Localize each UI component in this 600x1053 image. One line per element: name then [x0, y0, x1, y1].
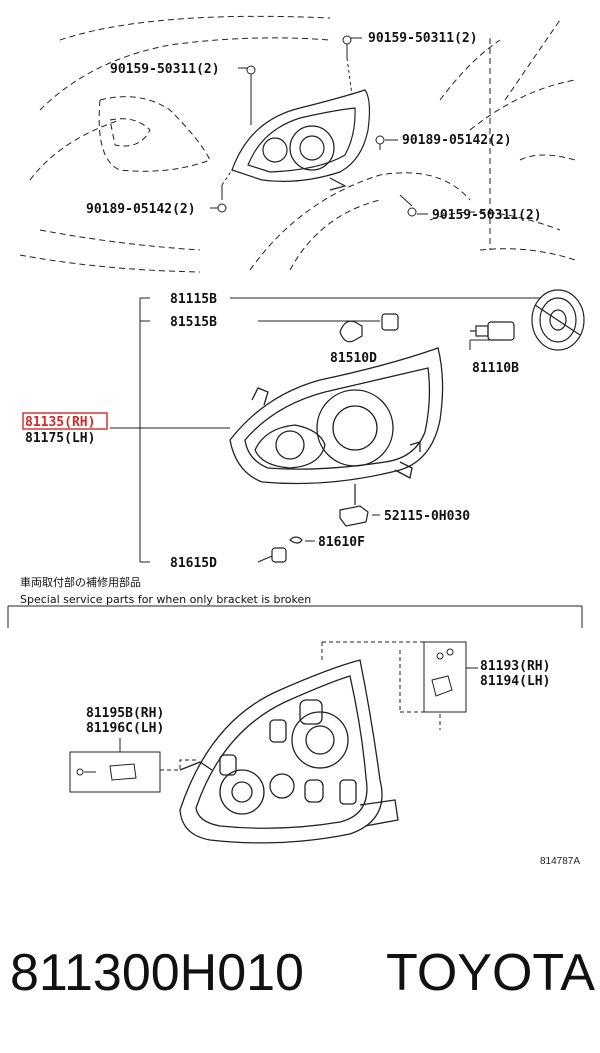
label-bracket-r-rh: 81193(RH): [480, 659, 550, 674]
bracket-left-box: [69, 738, 196, 793]
label-fastener-top-left: 90159-50311(2): [110, 62, 220, 77]
label-headlamp-lh: 81175(LH): [25, 431, 95, 446]
bracket-right-box: [321, 641, 478, 730]
label-bulb-main: 81110B: [472, 361, 519, 376]
headlamp-small-view: [231, 89, 371, 191]
bracket-lines-mid: [110, 297, 540, 563]
label-socket-cap: 81515B: [170, 315, 217, 330]
main-bulb-drawing: [470, 321, 515, 341]
note-english: Special service parts for when only brac…: [20, 593, 311, 606]
label-bulb-small: 81510D: [330, 351, 377, 366]
fastener-icons-top: [217, 35, 417, 217]
caption-bar: 811300H010 TOYOTA: [10, 938, 595, 1008]
brand-text: TOYOTA: [386, 944, 595, 1002]
vehicle-outline: [19, 15, 576, 273]
headlamp-assembly-drawing: [229, 347, 444, 485]
highlight-box: [22, 412, 108, 430]
label-fastener-mid-right: 90189-05142(2): [402, 133, 512, 148]
label-bracket-r-lh: 81194(LH): [480, 674, 550, 689]
leader-lines-top: [210, 37, 491, 250]
label-fastener-low-right: 90159-50311(2): [432, 208, 542, 223]
label-fastener-left: 90189-05142(2): [86, 202, 196, 217]
label-headlamp-rh[interactable]: 81135(RH): [25, 415, 95, 430]
cap-drawing: [531, 289, 585, 351]
part-number-text: 811300H010: [10, 944, 304, 1002]
label-bracket-l-lh: 81196C(LH): [86, 721, 164, 736]
label-bulb-side: 81610F: [318, 535, 365, 550]
label-bracket-l-rh: 81195B(RH): [86, 706, 164, 721]
headlamp-rear-view: [179, 659, 399, 844]
label-leveling-motor: 52115-0H030: [384, 509, 470, 524]
figure-id: 814787A: [540, 856, 580, 867]
label-cap: 81115B: [170, 292, 217, 307]
leveling-motor-drawing: [339, 484, 369, 527]
label-socket-side: 81615D: [170, 556, 217, 571]
side-bulb-drawing: [271, 536, 303, 563]
note-japanese: 車両取付部の補修用部品: [20, 575, 141, 589]
small-bulb-drawing: [339, 313, 399, 343]
label-fastener-top-right: 90159-50311(2): [368, 31, 478, 46]
headlamp-exploded-diagram: 90159-50311(2) 90159-50311(2) 90189-0514…: [7, 15, 585, 867]
